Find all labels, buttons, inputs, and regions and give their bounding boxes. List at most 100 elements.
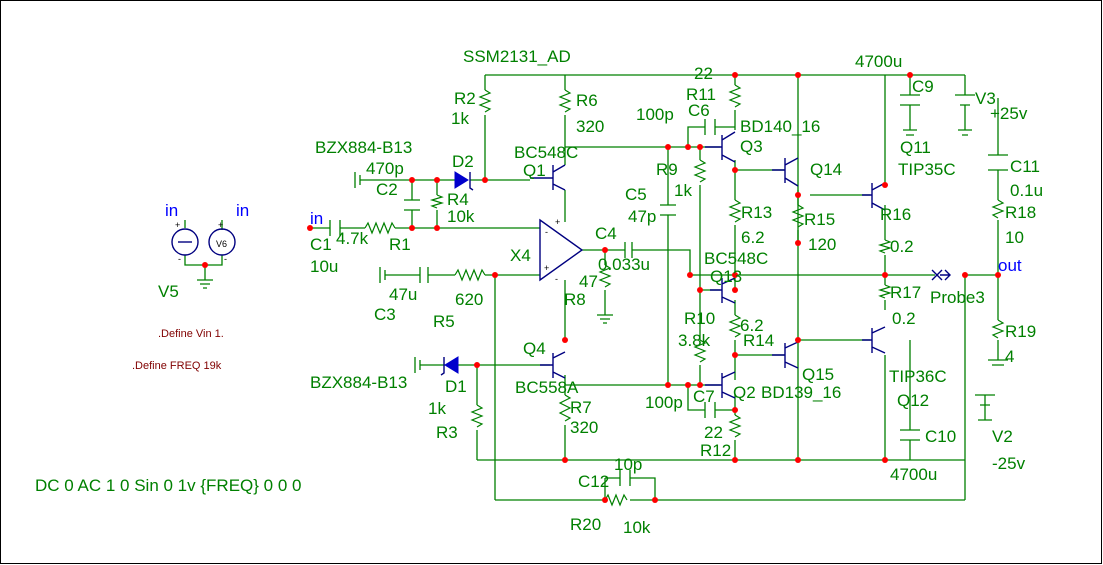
label-zener-bot: BZX884-B13 [310, 373, 407, 392]
label-r19-value: 4 [1005, 347, 1014, 366]
source-spec-text: DC 0 AC 1 0 Sin 0 1v {FREQ} 0 0 0 [35, 476, 301, 495]
transistor-q4 [540, 351, 566, 379]
capacitor-c2 [404, 199, 420, 211]
label-c7: C7 [693, 387, 715, 406]
directive-define-freq: .Define FREQ 19k [132, 360, 222, 372]
label-q12: Q12 [897, 391, 929, 410]
resistor-r20 [604, 493, 628, 507]
label-r15-value: 120 [808, 235, 836, 254]
svg-text:+: + [218, 220, 223, 230]
grounds [197, 172, 613, 373]
label-x4: X4 [510, 246, 531, 265]
capacitor-c9 [900, 94, 920, 106]
label-c12-value: 10p [614, 455, 642, 474]
label-r2-value: 1k [451, 109, 469, 128]
probe3 [931, 269, 951, 281]
label-r6-value: 320 [576, 117, 604, 136]
label-c4: C4 [595, 224, 617, 243]
label-v2: V2 [992, 427, 1013, 446]
label-r1: R1 [389, 235, 411, 254]
label-c10: C10 [925, 427, 956, 446]
label-v2-value: -25v [992, 454, 1026, 473]
label-q15: Q15 [802, 365, 834, 384]
label-c2: C2 [376, 180, 398, 199]
label-v6: V6 [216, 239, 227, 249]
component-labels: SSM2131_AD R2 1k R6 320 100p C6 22 R11 B… [35, 47, 1043, 537]
resistor-r8 [598, 264, 612, 288]
label-input-in: in [310, 209, 323, 228]
label-v3-value: +25v [990, 104, 1028, 123]
label-r17: R17 [890, 283, 921, 302]
resistor-r9 [693, 159, 707, 183]
opamp-x4: - + + - [539, 217, 584, 284]
label-r8: R8 [564, 290, 586, 309]
label-r10-value: 3.8k [678, 331, 711, 350]
resistor-r19 [991, 319, 1005, 339]
label-r12-value: 22 [704, 423, 723, 442]
resistor-r4 [429, 194, 445, 209]
label-r20-value: 10k [623, 518, 651, 537]
svg-text:-: - [224, 254, 227, 264]
label-c4-value: 0.033u [598, 255, 650, 274]
capacitor-c1 [329, 220, 341, 236]
nodes [202, 72, 1001, 503]
label-c3: C3 [374, 305, 396, 324]
label-zener-top: BZX884-B13 [315, 138, 412, 157]
label-c3-value: 47u [389, 285, 417, 304]
svg-text:+: + [544, 263, 549, 273]
label-c6-value: 100p [636, 105, 674, 124]
transistor-q12 [862, 326, 886, 354]
resistor-r6 [558, 89, 572, 113]
resistor-r7 [558, 394, 572, 422]
label-r15: R15 [804, 210, 835, 229]
label-r5: R5 [433, 312, 455, 331]
label-c7-value: 100p [645, 393, 683, 412]
label-c10-value: 4700u [890, 465, 937, 484]
svg-text:-: - [545, 227, 548, 237]
label-q2-model: BD139_16 [761, 383, 841, 402]
label-r10: R10 [684, 309, 715, 328]
resistor-r15 [791, 204, 805, 228]
resistor-r18 [991, 199, 1005, 219]
label-r13-value: 6.2 [741, 228, 765, 247]
label-ssm2131: SSM2131_AD [463, 47, 571, 66]
label-r17-value: 0.2 [892, 309, 916, 328]
battery-v2 [975, 394, 995, 421]
label-c11: C11 [1010, 157, 1040, 176]
label-c9-value: 4700u [855, 52, 902, 71]
transistor-q1 [530, 164, 566, 191]
capacitor-c12 [619, 470, 631, 486]
battery-v3 [955, 94, 975, 136]
resistor-r11 [728, 84, 742, 108]
label-r18-value: 10 [1005, 228, 1024, 247]
label-probe3: Probe3 [930, 288, 985, 307]
label-r18: R18 [1005, 203, 1036, 222]
label-r7-value: 320 [570, 418, 598, 437]
label-r6: R6 [576, 91, 598, 110]
label-q12-model: TIP36C [889, 367, 947, 386]
resistor-r5 [454, 268, 486, 282]
label-q11: Q11 [900, 138, 931, 157]
label-bd140: BD140_16 [740, 117, 820, 136]
svg-text:-: - [555, 274, 558, 284]
label-r12: R12 [700, 441, 731, 460]
capacitor-c6 [704, 119, 716, 135]
label-r14: R14 [743, 331, 774, 350]
label-q13: Q13 [710, 267, 742, 286]
label-c12: C12 [578, 472, 609, 491]
transistor-q11 [862, 182, 886, 211]
label-q4-model: BC558A [515, 378, 579, 397]
label-r20: R20 [570, 515, 601, 534]
capacitors [329, 94, 1008, 486]
label-r4-value: 10k [447, 207, 475, 226]
label-q1: Q1 [523, 161, 546, 180]
label-d2: D2 [452, 152, 474, 171]
capacitor-c4 [624, 242, 633, 258]
source-v6 [208, 228, 236, 256]
transistor-q13 [710, 277, 736, 304]
directive-define-vin: .Define Vin 1. [158, 328, 224, 340]
label-c9: C9 [912, 77, 934, 96]
resistor-r10 [693, 339, 707, 363]
label-q2: Q2 [733, 383, 756, 402]
